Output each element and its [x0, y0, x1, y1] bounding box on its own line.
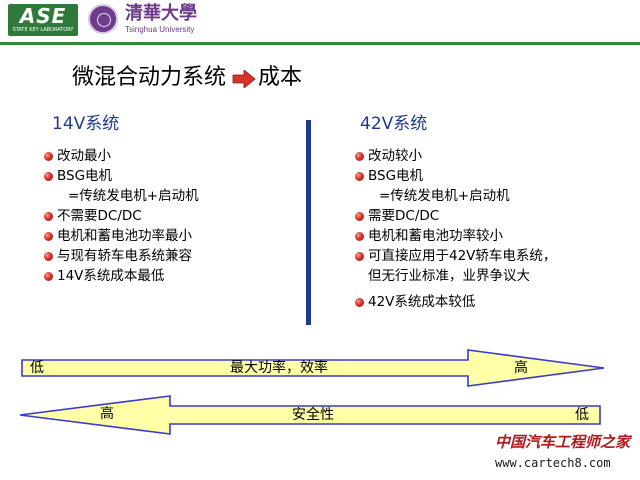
bullet-icon [44, 232, 53, 241]
tsinghua-seal-icon [88, 4, 118, 34]
ase-logo-subtext: STATE KEY LABORATORY [12, 27, 74, 33]
university-name-cn: 清華大學 [125, 3, 197, 24]
bullet-icon [355, 152, 364, 161]
safety-high-label: 高 [100, 406, 114, 422]
bullet-icon [355, 298, 364, 307]
right-column-heading: 42V系统 [360, 114, 428, 134]
bullet-icon [44, 212, 53, 221]
safety-low-label: 低 [575, 407, 589, 423]
left-column-heading: 14V系统 [52, 114, 120, 134]
safety-label: 安全性 [292, 407, 334, 423]
bullet-icon [44, 152, 53, 161]
power-efficiency-label: 最大功率，效率 [230, 360, 328, 376]
red-arrow-icon [232, 70, 256, 88]
bullet-icon [44, 172, 53, 181]
footer-url: www.cartech8.com [495, 456, 611, 470]
list-item-continuation: =传统发电机+启动机 [379, 188, 510, 204]
bullet-icon [44, 272, 53, 281]
list-item: 需要DC/DC [355, 206, 556, 226]
slide-title: 微混合动力系统 [72, 65, 227, 90]
left-feature-list: 改动最小 BSG电机 =传统发电机+启动机 不需要DC/DC 电机和蓄电池功率最… [44, 146, 199, 286]
ase-logo-text: ASE [19, 4, 67, 28]
list-item: 电机和蓄电池功率最小 [44, 226, 199, 246]
list-item: 电机和蓄电池功率较小 [355, 226, 556, 246]
ase-logo: ASE STATE KEY LABORATORY [8, 4, 78, 36]
list-item: 可直接应用于42V轿车电系统， [355, 246, 556, 266]
slide-title-cost: 成本 [258, 65, 303, 90]
power-low-label: 低 [30, 360, 44, 376]
right-feature-list: 改动较小 BSG电机 =传统发电机+启动机 需要DC/DC 电机和蓄电池功率较小… [355, 146, 556, 312]
list-item: BSG电机 [355, 166, 556, 186]
list-item: BSG电机 [44, 166, 199, 186]
university-name-en: Tsinghua University [125, 25, 195, 34]
list-item-continuation: 但无行业标准，业界争议大 [368, 268, 530, 284]
header-divider [0, 42, 640, 45]
list-item: 与现有轿车电系统兼容 [44, 246, 199, 266]
header-bar: ASE STATE KEY LABORATORY 清華大學 Tsinghua U… [0, 0, 640, 40]
list-item: 42V系统成本较低 [355, 292, 556, 312]
column-divider [306, 120, 311, 325]
list-item: 不需要DC/DC [44, 206, 199, 226]
bullet-icon [355, 212, 364, 221]
bullet-icon [44, 252, 53, 261]
power-high-label: 高 [514, 360, 528, 376]
bullet-icon [355, 252, 364, 261]
list-item: 改动较小 [355, 146, 556, 166]
footer-brand: 中国汽车工程师之家 [495, 433, 631, 451]
list-item-continuation: =传统发电机+启动机 [68, 188, 199, 204]
list-item: 14V系统成本最低 [44, 266, 199, 286]
bullet-icon [355, 172, 364, 181]
list-item: 改动最小 [44, 146, 199, 166]
bullet-icon [355, 232, 364, 241]
